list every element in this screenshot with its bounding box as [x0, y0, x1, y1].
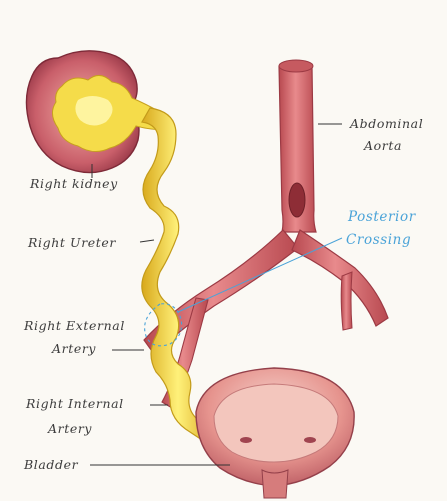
aorta-branch-vessel — [289, 183, 305, 217]
aorta-top-opening — [279, 60, 313, 72]
label-bladder: Bladder — [23, 457, 79, 472]
label-right-internal-artery-line2: Artery — [47, 421, 92, 436]
label-abdominal-aorta-line2: Aorta — [363, 138, 402, 153]
label-posterior-crossing-line2: Crossing — [346, 232, 411, 248]
ureter-orifice-left — [304, 437, 316, 443]
label-right-external-artery-line2: Artery — [51, 341, 96, 356]
left-internal-iliac-branch — [341, 272, 352, 330]
ureter-pointer — [140, 240, 154, 242]
ureter-orifice-right — [240, 437, 252, 443]
bladder-neck — [262, 470, 288, 498]
label-right-internal-artery-line1: Right Internal — [25, 396, 124, 411]
label-posterior-crossing-line1: Posterior — [347, 209, 417, 225]
right-ureter — [142, 108, 214, 444]
posterior-crossing-pointer — [178, 238, 342, 312]
label-right-kidney: Right kidney — [29, 176, 118, 191]
label-right-external-artery-line1: Right External — [23, 318, 125, 333]
label-abdominal-aorta-line1: Abdominal — [349, 116, 423, 131]
label-right-ureter: Right Ureter — [27, 235, 116, 250]
bladder-inner-wall — [214, 384, 338, 462]
